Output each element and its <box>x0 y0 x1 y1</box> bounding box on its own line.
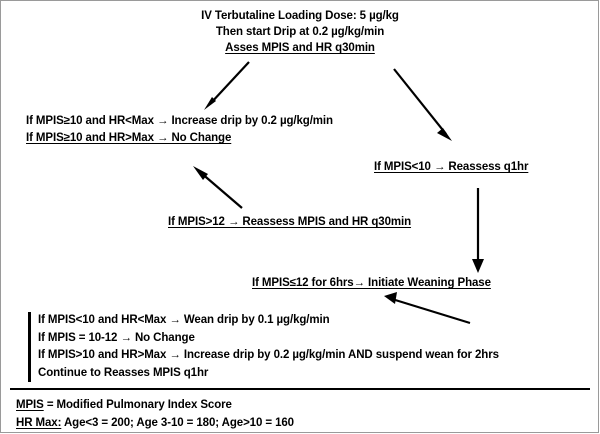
footer-divider <box>10 388 590 390</box>
header-line-2: Then start Drip at 0.2 µg/kg/min <box>215 26 385 38</box>
legend-line-2: HR Max: Age<3 = 200; Age 3-10 = 180; Age… <box>16 414 294 432</box>
legend-hrmax-text: Age<3 = 200; Age 3-10 = 180; Age>10 = 16… <box>61 417 294 429</box>
arrow-mid-reassess-to-left-branch-icon <box>193 166 243 209</box>
header-text-block: IV Terbutaline Loading Dose: 5 µg/kg The… <box>0 8 600 56</box>
rules-line-3: If MPIS>10 and HR>Max → Increase drip by… <box>38 349 499 361</box>
left-branch-line-1: If MPIS≥10 and HR<Max → Increase drip by… <box>26 115 333 127</box>
legend-hrmax-label: HR Max: <box>16 417 62 429</box>
rules-line-4: Continue to Reasses MPIS q1hr <box>38 366 209 379</box>
legend-line-1: MPIS = Modified Pulmonary Index Score <box>16 396 294 414</box>
weaning-phase-text-block: If MPIS≤12 for 6hrs→ Initiate Weaning Ph… <box>252 276 491 291</box>
header-line-3: Asses MPIS and HR q30min <box>225 42 375 54</box>
header-line-1: IV Terbutaline Loading Dose: 5 µg/kg <box>201 10 399 22</box>
arrow-right-branch-to-weaning-icon <box>472 188 484 273</box>
arrow-header-to-left-branch-icon <box>204 61 250 110</box>
weaning-rules-block: If MPIS<10 and HR<Max → Wean drip by 0.1… <box>28 312 499 382</box>
rules-line-1: If MPIS<10 and HR<Max → Wean drip by 0.1… <box>38 314 330 326</box>
right-branch-text-block: If MPIS<10 → Reassess q1hr <box>374 160 528 175</box>
legend-mpis-label: MPIS <box>16 399 44 411</box>
right-branch-line-1: If MPIS<10 → Reassess q1hr <box>374 161 529 173</box>
left-branch-line-2: If MPIS≥10 and HR>Max → No Change <box>26 132 232 144</box>
weaning-phase-line-1: If MPIS≤12 for 6hrs→ Initiate Weaning Ph… <box>252 277 491 289</box>
mid-reassess-line-1: If MPIS>12 → Reassess MPIS and HR q30min <box>168 216 412 228</box>
left-branch-text-block: If MPIS≥10 and HR<Max → Increase drip by… <box>26 113 333 147</box>
legend-block: MPIS = Modified Pulmonary Index Score HR… <box>16 396 294 432</box>
arrow-header-to-right-branch-icon <box>393 68 452 141</box>
mid-reassess-text-block: If MPIS>12 → Reassess MPIS and HR q30min <box>168 215 411 230</box>
rules-line-2: If MPIS = 10-12 → No Change <box>38 331 195 344</box>
legend-mpis-text: = Modified Pulmonary Index Score <box>43 399 232 411</box>
